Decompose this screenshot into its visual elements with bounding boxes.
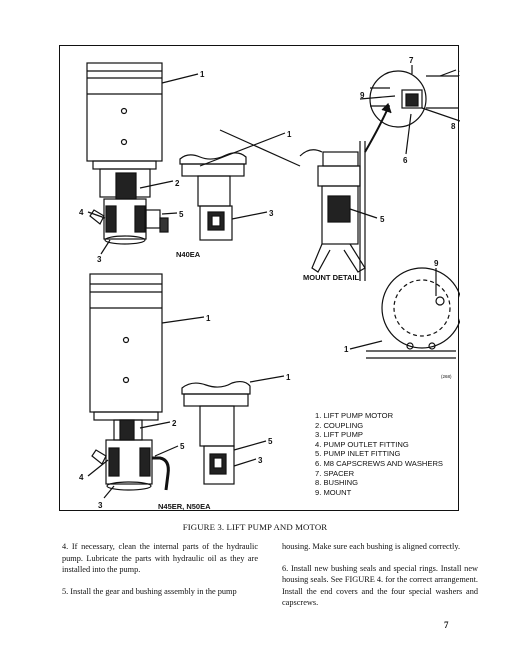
svg-text:3: 3	[258, 456, 263, 465]
svg-text:7: 7	[409, 56, 414, 65]
svg-text:3: 3	[97, 255, 102, 264]
legend-item: 3. LIFT PUMP	[315, 430, 363, 440]
body-column-left: 4. If necessary, clean the internal part…	[62, 541, 258, 607]
label-mount-detail: MOUNT DETAIL	[303, 273, 360, 282]
legend-item: 6. M8 CAPSCREWS AND WASHERS	[315, 458, 443, 468]
n45er-pump-drawing	[181, 375, 285, 485]
svg-text:1: 1	[344, 345, 349, 354]
svg-text:9: 9	[360, 91, 365, 100]
paragraph: 6. Install new bushing seals and special…	[282, 563, 478, 608]
paragraph: 5. Install the gear and bushing assembly…	[62, 586, 237, 596]
body-column-right: housing. Make sure each bushing is align…	[282, 541, 478, 619]
svg-text:3: 3	[269, 209, 274, 218]
legend-item: 5. PUMP INLET FITTING	[315, 449, 401, 459]
page-number: 7	[444, 620, 449, 630]
legend-item: 7. SPACER	[315, 468, 355, 478]
svg-text:1: 1	[287, 130, 292, 139]
n45er-motor-drawing	[87, 273, 205, 499]
paragraph: housing. Make sure each bushing is align…	[282, 542, 461, 551]
callout-labels: 1 2 5 4 3 3 1 5 7 9 1 8 6 9 1 1 2 5 4 3 …	[79, 56, 460, 510]
legend-item: 9. MOUNT	[315, 487, 352, 497]
mount-end-view-drawing	[349, 267, 460, 359]
svg-text:2: 2	[172, 419, 177, 428]
svg-text:4: 4	[79, 473, 84, 482]
legend-item: 2. COUPLING	[315, 420, 364, 430]
svg-text:4: 4	[79, 208, 84, 217]
svg-text:5: 5	[179, 210, 184, 219]
label-n40ea: N40EA	[176, 250, 201, 259]
legend-item: 8. BUSHING	[315, 478, 359, 488]
svg-text:8: 8	[451, 122, 456, 131]
paragraph: 4. If necessary, clean the internal part…	[62, 542, 258, 575]
svg-text:1: 1	[459, 69, 460, 78]
svg-text:1: 1	[286, 373, 291, 382]
svg-text:5: 5	[180, 442, 185, 451]
legend-item: 4. PUMP OUTLET FITTING	[315, 439, 409, 449]
svg-text:6: 6	[403, 156, 408, 165]
svg-text:1: 1	[200, 70, 205, 79]
svg-text:2: 2	[175, 179, 180, 188]
figure-code: (268)	[441, 374, 452, 379]
figure-frame: 1 2 5 4 3 3 1 5 7 9 1 8 6 9 1 1 2 5 4 3 …	[59, 45, 460, 511]
label-n45er-n50ea: N45ER, N50EA	[158, 502, 211, 511]
svg-text:3: 3	[98, 501, 103, 510]
svg-text:1: 1	[206, 314, 211, 323]
figure-caption: FIGURE 3. LIFT PUMP AND MOTOR	[182, 522, 328, 532]
mount-detail-drawing	[219, 65, 460, 281]
svg-text:5: 5	[268, 437, 273, 446]
svg-text:9: 9	[434, 259, 439, 268]
svg-text:5: 5	[380, 215, 385, 224]
n40ea-pump-drawing	[179, 132, 286, 241]
parts-legend: 1. LIFT PUMP MOTOR 2. COUPLING 3. LIFT P…	[315, 411, 443, 497]
legend-item: 1. LIFT PUMP MOTOR	[315, 411, 394, 420]
n40ea-motor-drawing	[86, 62, 199, 255]
lift-pump-diagram: 1 2 5 4 3 3 1 5 7 9 1 8 6 9 1 1 2 5 4 3 …	[79, 56, 460, 511]
